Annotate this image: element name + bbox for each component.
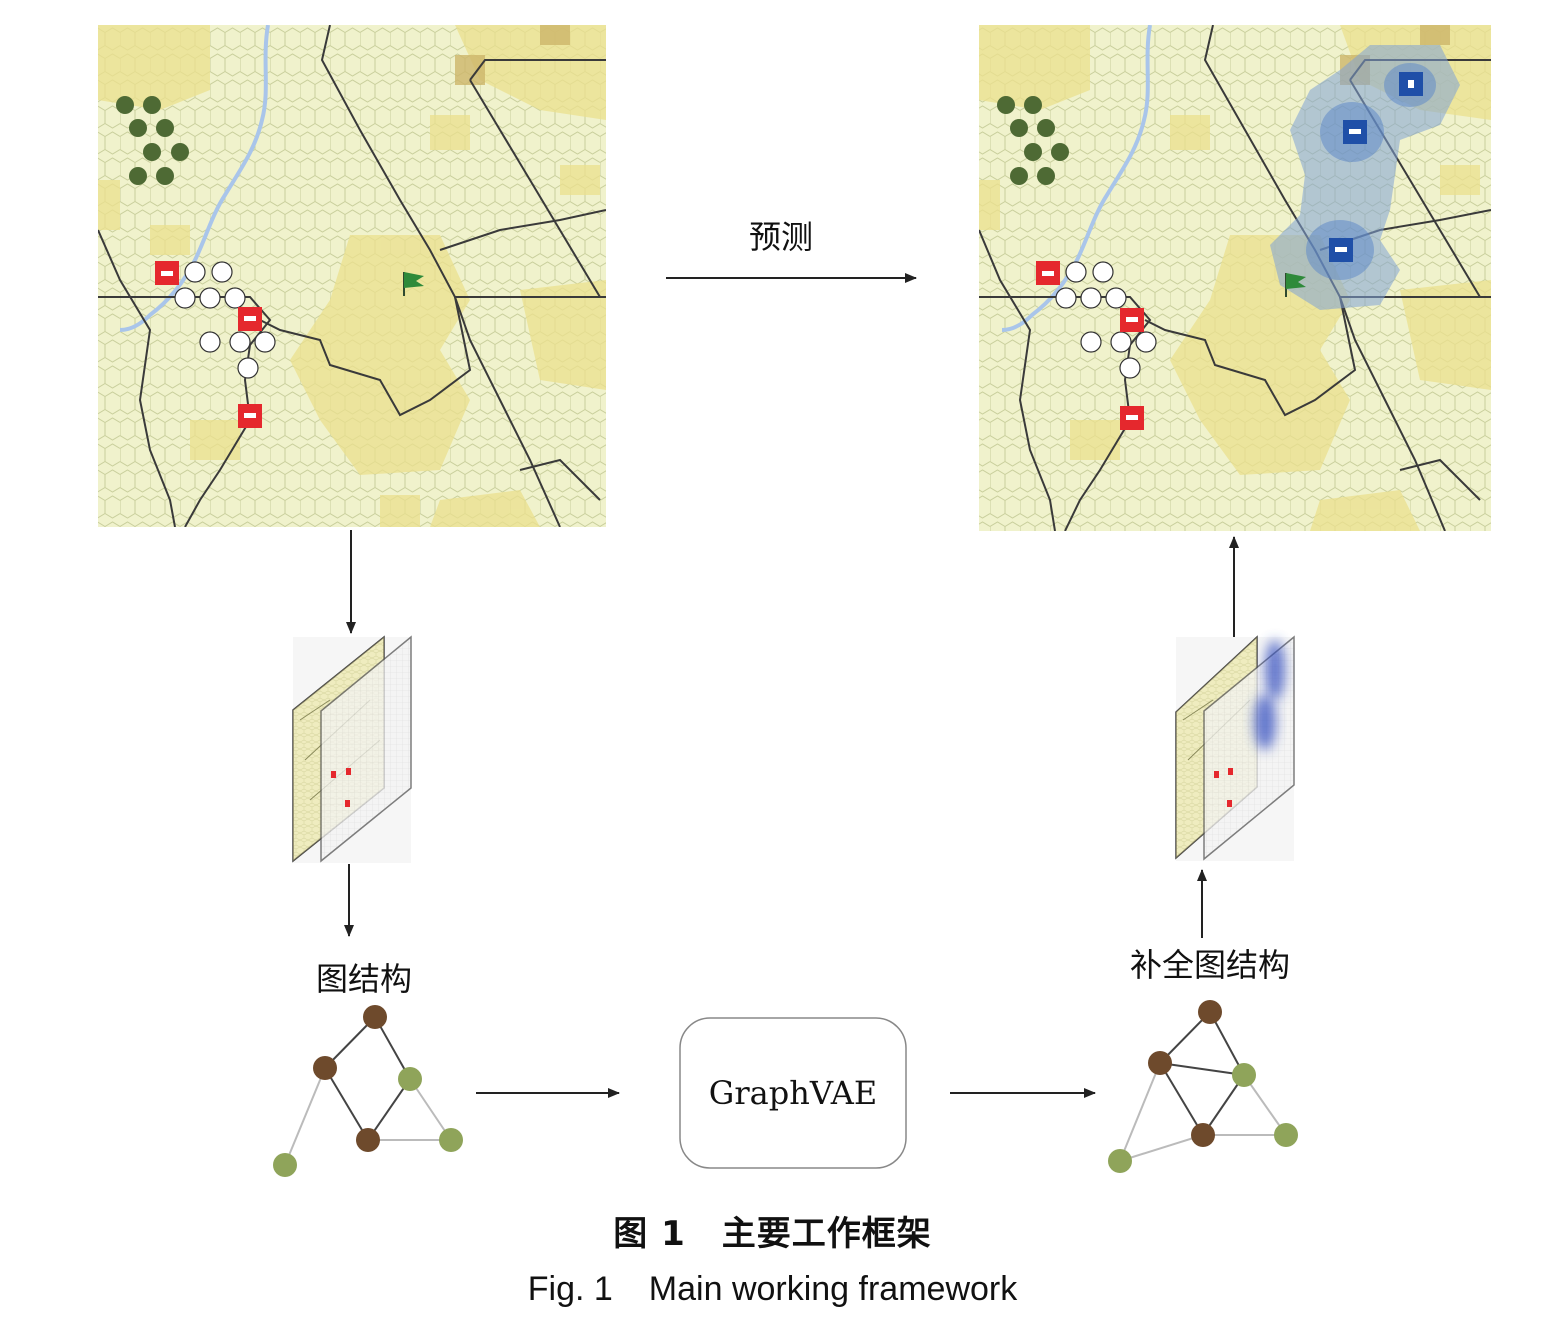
graph-structure-label: 图结构 bbox=[316, 960, 412, 998]
predicted-situation-map bbox=[979, 25, 1491, 531]
unit-markers-neutral bbox=[174, 261, 276, 379]
blue-unit-icon bbox=[1399, 72, 1423, 96]
forest-icon bbox=[997, 96, 1069, 185]
arrows bbox=[344, 273, 1239, 1098]
graph-node bbox=[273, 1153, 297, 1177]
graphvae-box: GraphVAE bbox=[679, 1017, 907, 1169]
completed-graph-structure-label: 补全图结构 bbox=[1130, 946, 1290, 984]
red-unit-icon bbox=[1120, 308, 1144, 332]
caption-chinese: 图 1 主要工作框架 bbox=[0, 1206, 1545, 1255]
flag-icon bbox=[1285, 273, 1306, 297]
output-layer-stack bbox=[1175, 635, 1295, 861]
graphvae-label: GraphVAE bbox=[709, 1074, 877, 1112]
input-layer-stack bbox=[292, 635, 412, 863]
caption-cn-number: 图 1 bbox=[613, 1214, 686, 1254]
graph-node bbox=[1148, 1051, 1172, 1075]
flag-icon bbox=[403, 272, 424, 296]
graph-node bbox=[1108, 1149, 1132, 1173]
red-unit-icon bbox=[1120, 406, 1144, 430]
output-graph bbox=[1108, 1000, 1298, 1173]
graph-node bbox=[398, 1067, 422, 1091]
river bbox=[1001, 25, 1152, 332]
graph-node bbox=[439, 1128, 463, 1152]
red-unit-icon bbox=[1036, 261, 1060, 285]
roads bbox=[98, 25, 606, 527]
forest-icon bbox=[116, 96, 189, 185]
blue-unit-icon bbox=[1329, 238, 1353, 262]
red-unit-icon bbox=[155, 261, 179, 285]
input-graph bbox=[273, 1005, 463, 1177]
caption-cn-title: 主要工作框架 bbox=[721, 1214, 932, 1254]
caption-en-number: Fig. 1 bbox=[527, 1270, 613, 1308]
unit-markers-neutral bbox=[1055, 261, 1157, 379]
terrain-patches bbox=[98, 25, 606, 527]
red-unit-icon bbox=[238, 307, 262, 331]
graph-node bbox=[363, 1005, 387, 1029]
graph-node bbox=[1198, 1000, 1222, 1024]
blue-unit-icon bbox=[1343, 120, 1367, 144]
graph-node bbox=[313, 1056, 337, 1080]
predict-label: 预测 bbox=[749, 218, 813, 256]
red-unit-icon bbox=[238, 404, 262, 428]
current-situation-map bbox=[98, 25, 606, 527]
river bbox=[119, 25, 270, 332]
caption-en-title: Main working framework bbox=[648, 1270, 1018, 1308]
caption-english: Fig. 1 Main working framework bbox=[0, 1270, 1545, 1309]
graph-node bbox=[356, 1128, 380, 1152]
graph-node bbox=[1232, 1063, 1256, 1087]
graph-node bbox=[1191, 1123, 1215, 1147]
graph-node bbox=[1274, 1123, 1298, 1147]
